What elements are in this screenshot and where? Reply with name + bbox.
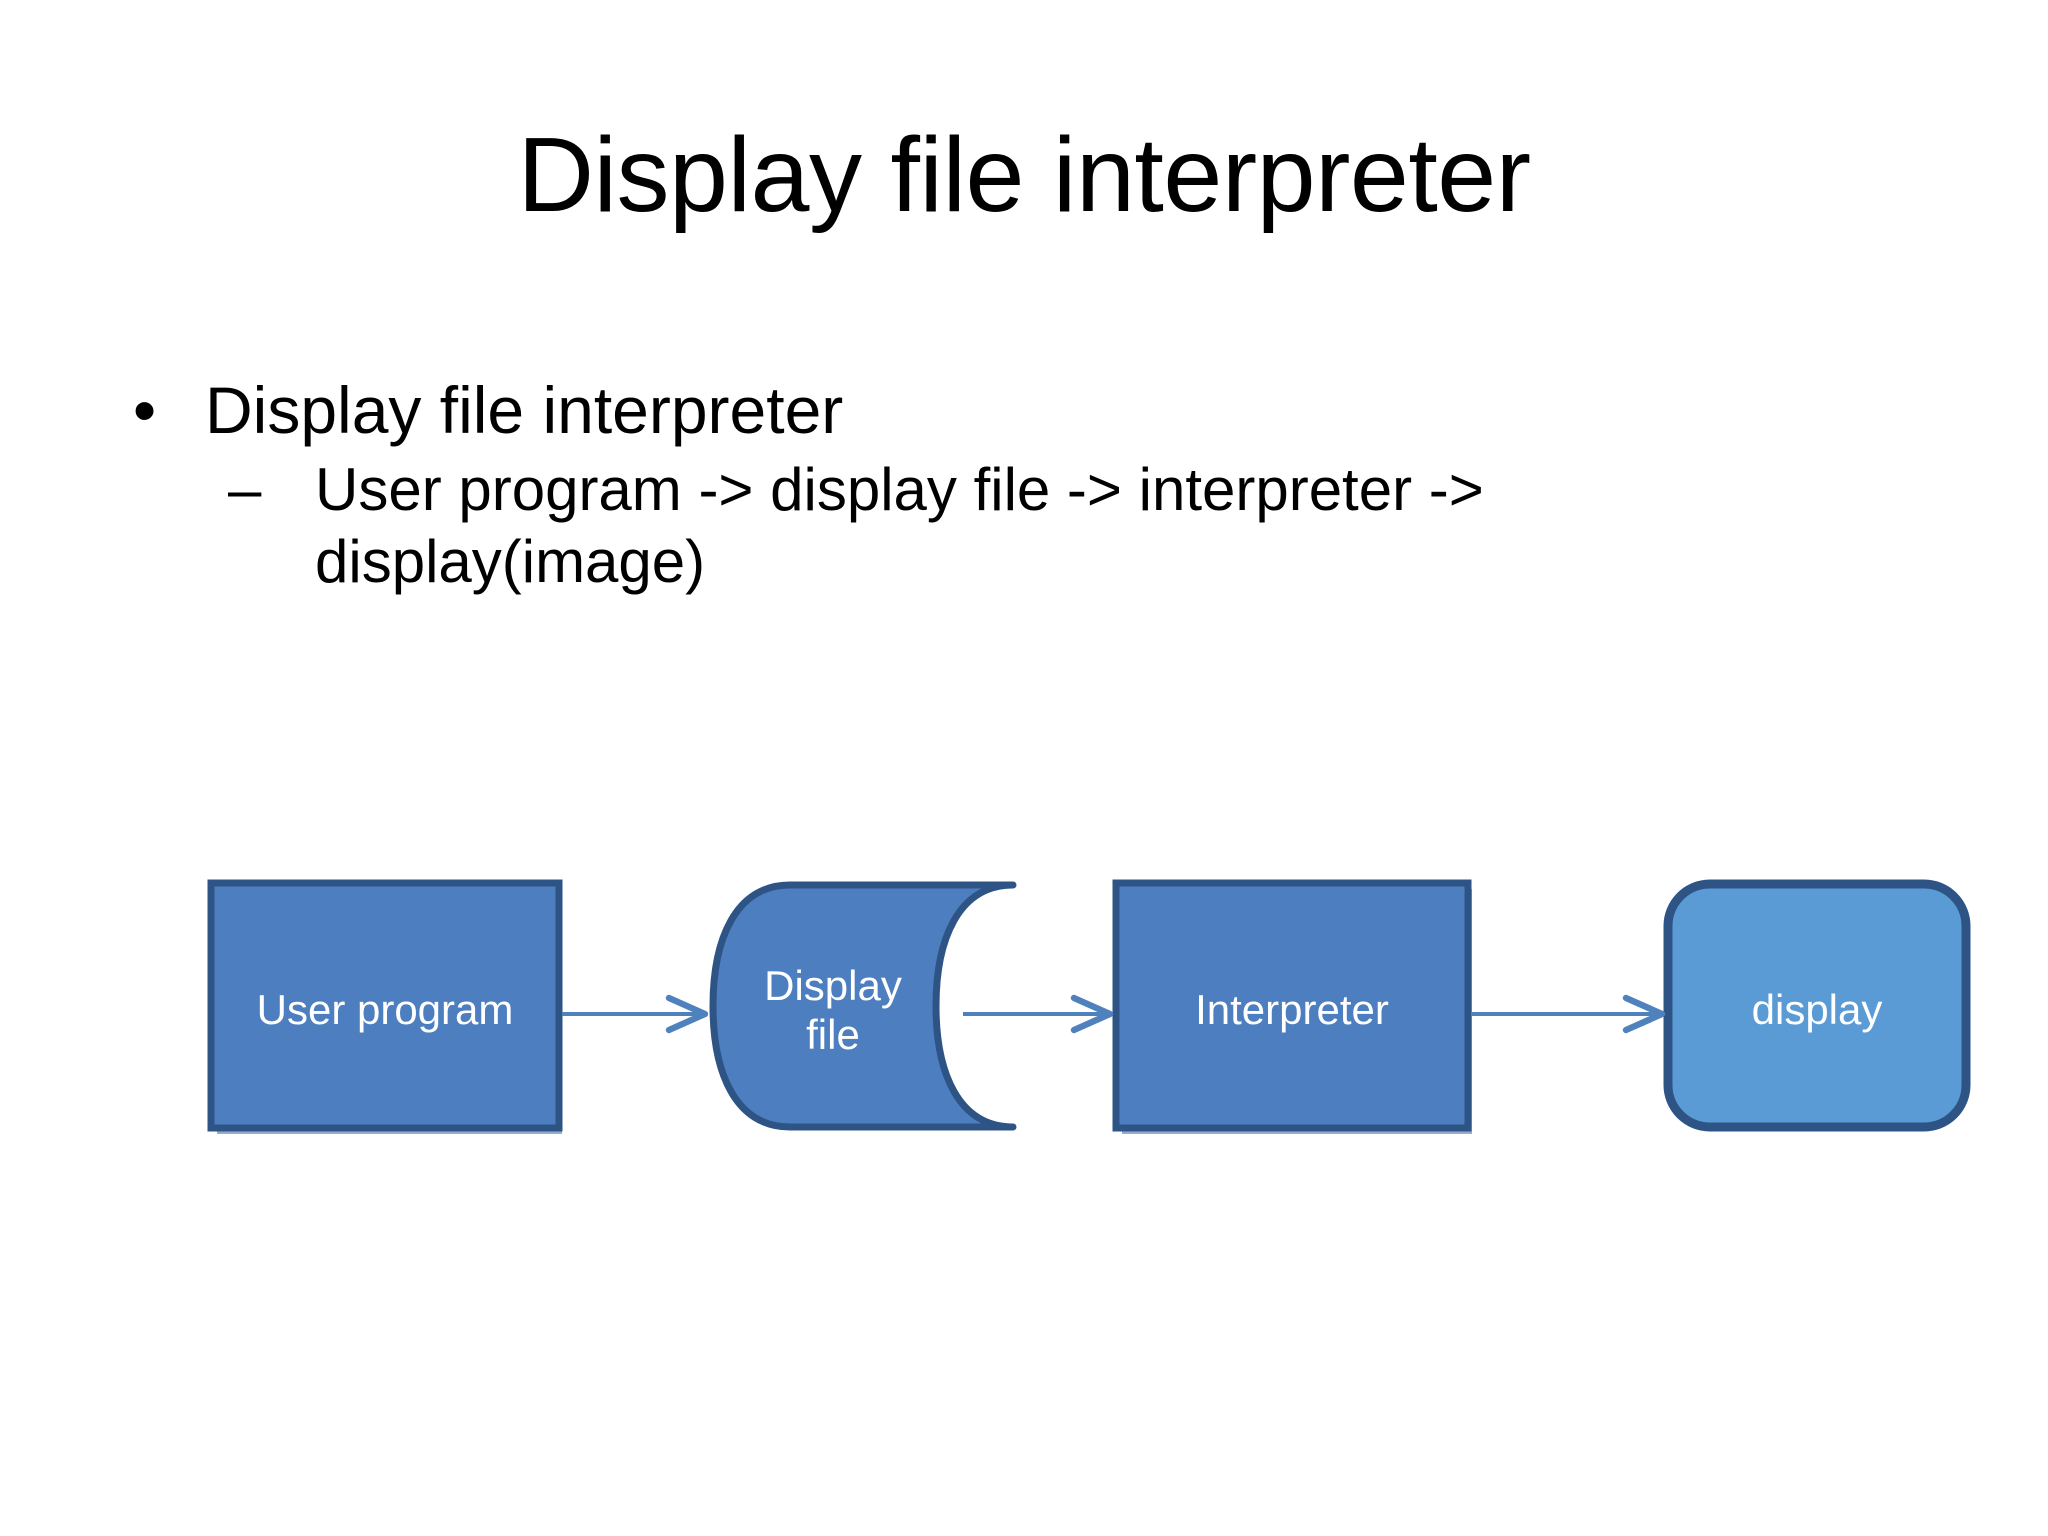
bullet-level1-item: • Display file interpreter [120, 372, 1940, 450]
bullet-level2-text: User program -> display file -> interpre… [315, 455, 1484, 595]
diagram-node-display[interactable] [1663, 879, 1971, 1132]
diagram-node-display-file[interactable] [709, 881, 1017, 1131]
body-placeholder: • Display file interpreter – User progra… [120, 372, 1940, 598]
bullet-level1-text: Display file interpreter [205, 373, 844, 447]
page-title: Display file interpreter [517, 116, 1531, 234]
bullet-marker-dot: • [133, 373, 157, 447]
bullet-marker-dash: – [228, 455, 262, 523]
bullet-level2-item: – User program -> display file -> interp… [228, 454, 1775, 598]
diagram-node-user-program[interactable] [207, 879, 563, 1132]
diagram-node-interpreter[interactable] [1112, 879, 1472, 1132]
